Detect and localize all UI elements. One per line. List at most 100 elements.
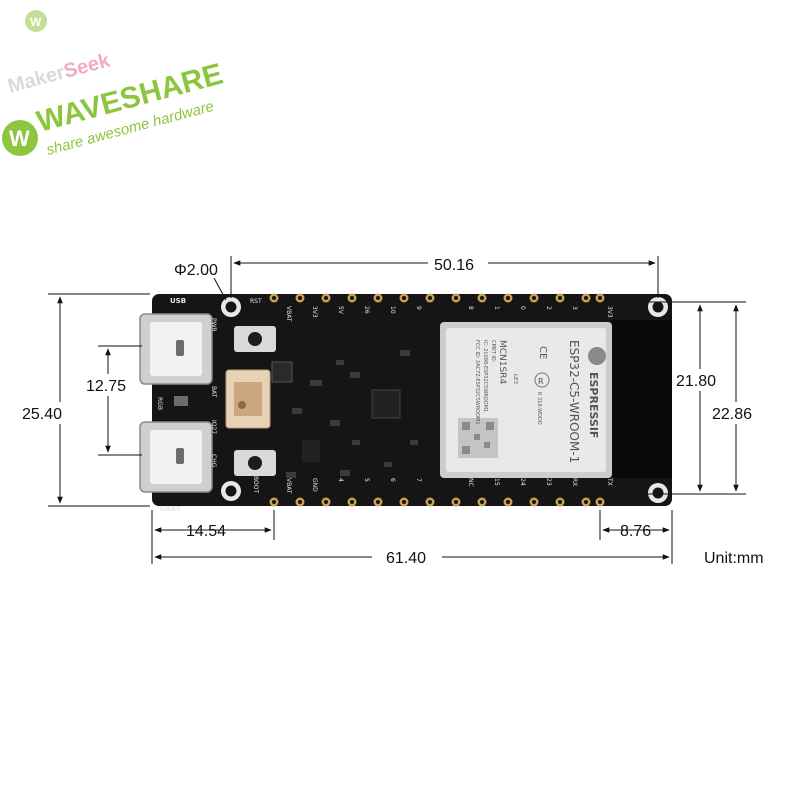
bottom-pin — [321, 497, 331, 507]
right-offset-label: 8.76 — [620, 523, 651, 540]
bottom-pin — [581, 497, 591, 507]
module-manufacturer: ESPRESSIF — [587, 372, 600, 438]
bottom-pin — [347, 497, 357, 507]
ce-mark: CE — [537, 346, 548, 359]
bottom-pin-label: NC — [467, 478, 474, 487]
bottom-pin-label: 5 — [363, 478, 370, 482]
fcc-line: FCC ID: 2AC7Z-ESP32C5WROOM1 — [474, 340, 480, 425]
label-pad — [20, 402, 88, 424]
hole-row-height-label: 21.80 — [676, 373, 716, 390]
bottom-pin-label: 23 — [545, 478, 552, 486]
top-pin-label: VBAT — [285, 306, 292, 322]
label-pad — [428, 254, 488, 274]
top-pin — [477, 293, 487, 303]
top-pin-label: 3V3 — [606, 306, 613, 318]
top-pin-labels: VBAT 3V3 5V 26 10 9 8 1 0 2 3 3V3 — [285, 306, 613, 322]
bottom-pin-label: 4 — [337, 478, 344, 482]
top-pin — [373, 293, 383, 303]
top-pin — [451, 293, 461, 303]
bottom-pin-label: TX — [606, 477, 613, 486]
hole-leader-line — [213, 277, 227, 301]
bottom-pin-label: 24 — [519, 478, 526, 486]
silk-usb: USB — [170, 297, 186, 305]
r-mark-text: R 210-WDDD — [536, 392, 542, 425]
bottom-pin-label: GND — [311, 478, 318, 492]
bottom-pin-label: 15 — [493, 478, 500, 486]
top-pin — [269, 293, 279, 303]
silk-rgb: RGB — [156, 397, 163, 410]
top-pin — [347, 293, 357, 303]
top-pin-label: 2 — [545, 306, 552, 310]
left-offset-label: 14.54 — [186, 523, 226, 540]
waveshare-logo-circle — [2, 120, 38, 156]
pcb-board: USB UART PWR RGB BAT IO27 CHG RST BOOT V… — [139, 293, 672, 513]
top-pin-label: 3 — [571, 306, 578, 310]
top-pin-label: 10 — [389, 306, 396, 314]
top-pin-label: 1 — [493, 306, 500, 310]
silk-rst: RST — [250, 298, 262, 305]
top-pin — [555, 293, 565, 303]
top-pin-label: 26 — [363, 306, 370, 314]
battery-connector — [225, 369, 271, 429]
top-pin — [321, 293, 331, 303]
antenna-area — [612, 320, 672, 478]
board-length-label: 61.40 — [386, 550, 426, 567]
module-height-label: 22.86 — [712, 406, 752, 423]
bottom-pin — [477, 497, 487, 507]
silk-pwr: PWR — [210, 318, 217, 332]
module-model: ESP32-C5-WROOM-1 — [567, 340, 581, 463]
label-pad — [80, 374, 136, 396]
esp32-module: R ESPRESSIF ESP32-C5-WROOM-1 CE R 210-WD… — [440, 322, 612, 478]
r-mark-letter: R — [538, 377, 544, 386]
hole-diameter-label: Φ2.00 — [174, 262, 218, 279]
top-pin-header — [269, 293, 605, 303]
board-height-label: 25.40 — [22, 406, 62, 423]
top-pin — [425, 293, 435, 303]
mounting-hole-bottom-right — [648, 483, 668, 503]
smd-components — [174, 350, 418, 478]
silk-io27: IO27 — [210, 420, 217, 434]
top-pin-label: 8 — [467, 306, 474, 310]
silk-uart: UART — [160, 505, 181, 513]
module-code: LE3 — [512, 374, 518, 385]
bottom-pin — [269, 497, 279, 507]
top-pin — [503, 293, 513, 303]
bottom-pin — [399, 497, 409, 507]
espressif-icon — [588, 347, 606, 365]
mounting-hole-top-right — [648, 297, 668, 317]
label-pad — [372, 546, 442, 568]
bottom-pin — [555, 497, 565, 507]
bottom-pin — [425, 497, 435, 507]
bottom-pin — [595, 497, 605, 507]
top-pin — [295, 293, 305, 303]
top-pin-label: 3V3 — [311, 306, 318, 318]
silk-chg: CHG — [210, 454, 217, 468]
top-pin — [529, 293, 539, 303]
bottom-pin — [373, 497, 383, 507]
fcc-line: CMIIT ID: — [490, 340, 496, 363]
small-logo-w: W — [30, 15, 42, 29]
boot-button — [234, 450, 276, 476]
bottom-pin — [451, 497, 461, 507]
qr-pattern — [462, 422, 494, 454]
label-pad — [674, 369, 726, 391]
waveshare-logo: W MakerSeek W WAVESHARE share awesome ha… — [2, 10, 226, 159]
silk-bat: BAT — [210, 386, 217, 398]
mounting-hole-bottom-left — [221, 481, 241, 501]
reset-button — [234, 326, 276, 352]
module-lot: MCN1SR4 — [497, 340, 507, 384]
mounting-hole-top-left — [221, 297, 241, 317]
label-pad — [708, 402, 766, 424]
r-mark-icon — [534, 372, 550, 388]
top-pin-label: 9 — [415, 306, 422, 310]
usb-c-connector-top — [139, 313, 213, 385]
usb-spacing-label: 12.75 — [86, 378, 126, 395]
bottom-pin-label: 6 — [389, 478, 396, 482]
small-logo-circle — [25, 10, 47, 32]
top-pin — [399, 293, 409, 303]
bottom-pin-label: 7 — [415, 478, 422, 482]
fcc-line: IC: 21098-ESP32C5WROOM1 — [482, 340, 488, 412]
bottom-pin-label: VBAT — [285, 478, 292, 494]
bottom-pin — [503, 497, 513, 507]
